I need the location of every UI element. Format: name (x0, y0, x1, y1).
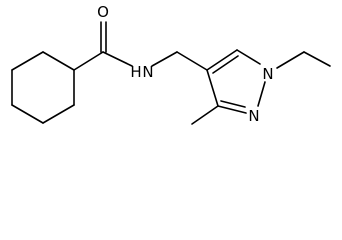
bond-nitrogen-to-methylene (151, 51, 178, 67)
bond-c3-methyl (191, 105, 219, 125)
bond-ring-c6-c1 (42, 51, 75, 71)
bond-n1-n2 (257, 81, 266, 107)
pyrazole-ring (191, 49, 266, 125)
bond-ring-c3-c4 (11, 104, 44, 124)
amide-group (73, 21, 208, 71)
bond-c4-c5 (206, 49, 238, 71)
bond-c3-c4 (206, 69, 219, 107)
amide-hydrogen-label: H (130, 63, 141, 81)
bond-n2-c3-double-a (217, 105, 247, 114)
bond-ethyl-ch2-ch3 (303, 51, 331, 67)
pyrazole-n2-label: N (248, 107, 259, 125)
bond-c4-c5-inner (212, 55, 239, 74)
bond-n2-c3-double-b (220, 100, 246, 108)
bond-c5-n1 (236, 49, 261, 65)
cyclohexane-ring (11, 51, 75, 124)
pyrazole-n1-label: N (262, 65, 273, 83)
oxygen-atom-label: O (97, 3, 109, 21)
amide-nitrogen-label: N (142, 63, 153, 81)
bond-methylene-to-pyrazole (176, 51, 208, 71)
bond-n1-ethyl-ch2 (276, 51, 305, 69)
bond-ring-to-carbonyl (73, 51, 104, 71)
chemical-structure: O H N N N (11, 3, 331, 125)
bond-ring-c2-c3 (42, 104, 75, 124)
bond-ring-c5-c6 (11, 51, 44, 71)
ethyl-group (276, 51, 331, 69)
bond-carbonyl-to-nitrogen (102, 51, 133, 67)
